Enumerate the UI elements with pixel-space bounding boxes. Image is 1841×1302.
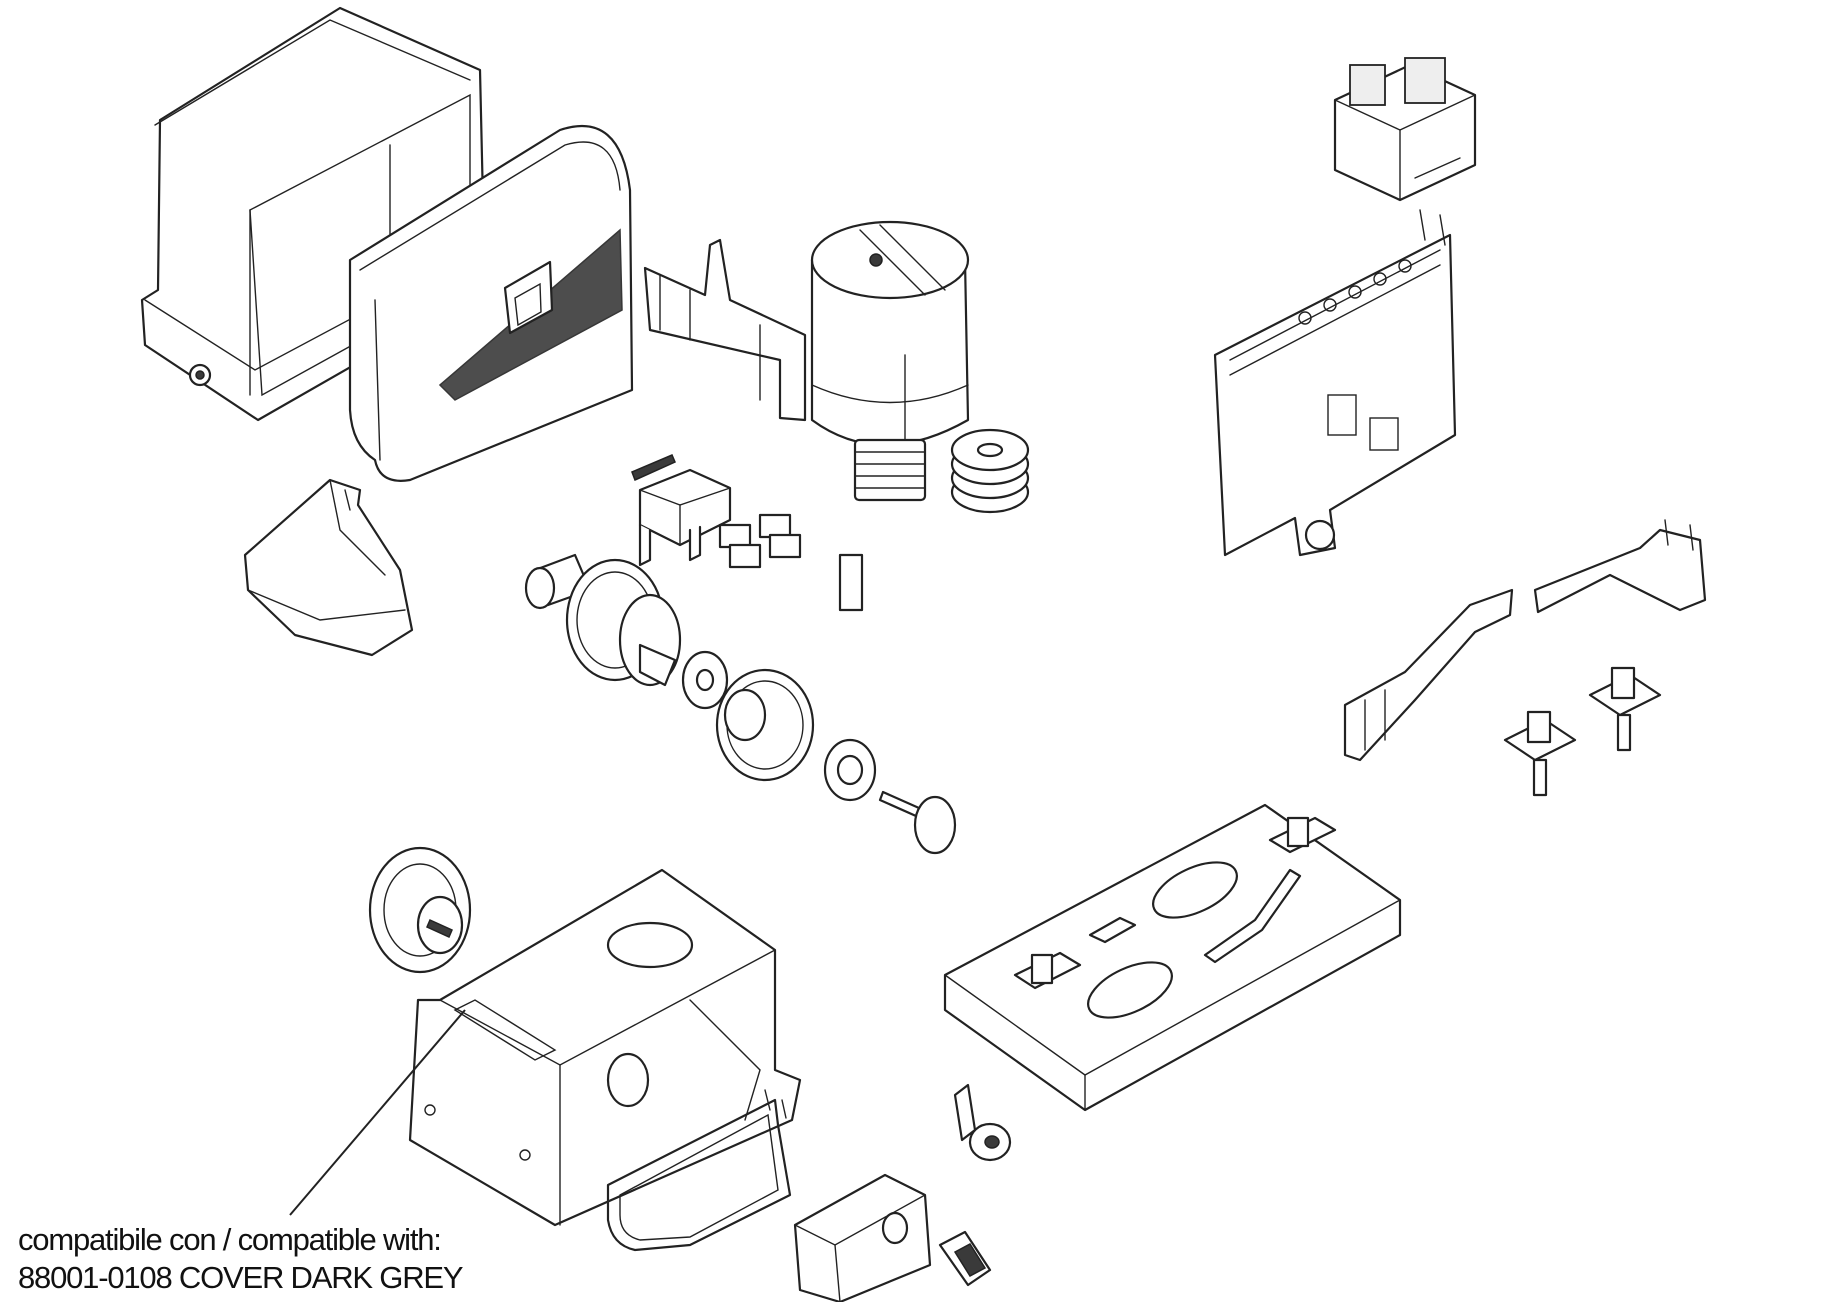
anchor-bolt-part-2 [1588,666,1662,752]
anchor-bolt-part-1 [1503,710,1577,797]
gear-housing-cover-part [243,478,414,657]
compatibility-label: compatibile con / compatible with: [18,1222,442,1257]
rack-bracket-left-part [1343,588,1514,762]
connector-blocks-part [718,513,864,612]
key-icon [938,1230,992,1287]
spacer-washers-part [950,428,1030,514]
control-board-plate-part [1213,209,1457,557]
compatible-part-code: 88001-0108 COVER DARK GREY [18,1260,464,1295]
front-cover-part [348,125,634,482]
pinion-gear-part [368,846,472,974]
foundation-plate-part [943,803,1402,1112]
motor-bracket-part [643,238,807,422]
lock-cylinder-part [953,1083,1012,1162]
callout-leader-line [289,1009,466,1216]
anchor-bolt-plate-1 [1013,951,1082,990]
motor-worm-shaft [853,438,927,502]
motor-part [810,220,970,502]
transformer-part [1333,57,1477,202]
secondary-gear-part [715,668,877,802]
rack-bracket-right-part [1533,519,1707,614]
gasket-part [606,1089,792,1252]
release-cover-part [793,1173,932,1302]
pin-washer-part [878,790,957,855]
drive-shaft-gear-part [524,553,729,710]
limit-switch-assembly-part [631,454,732,567]
anchor-bolt-plate-2 [1268,816,1337,854]
